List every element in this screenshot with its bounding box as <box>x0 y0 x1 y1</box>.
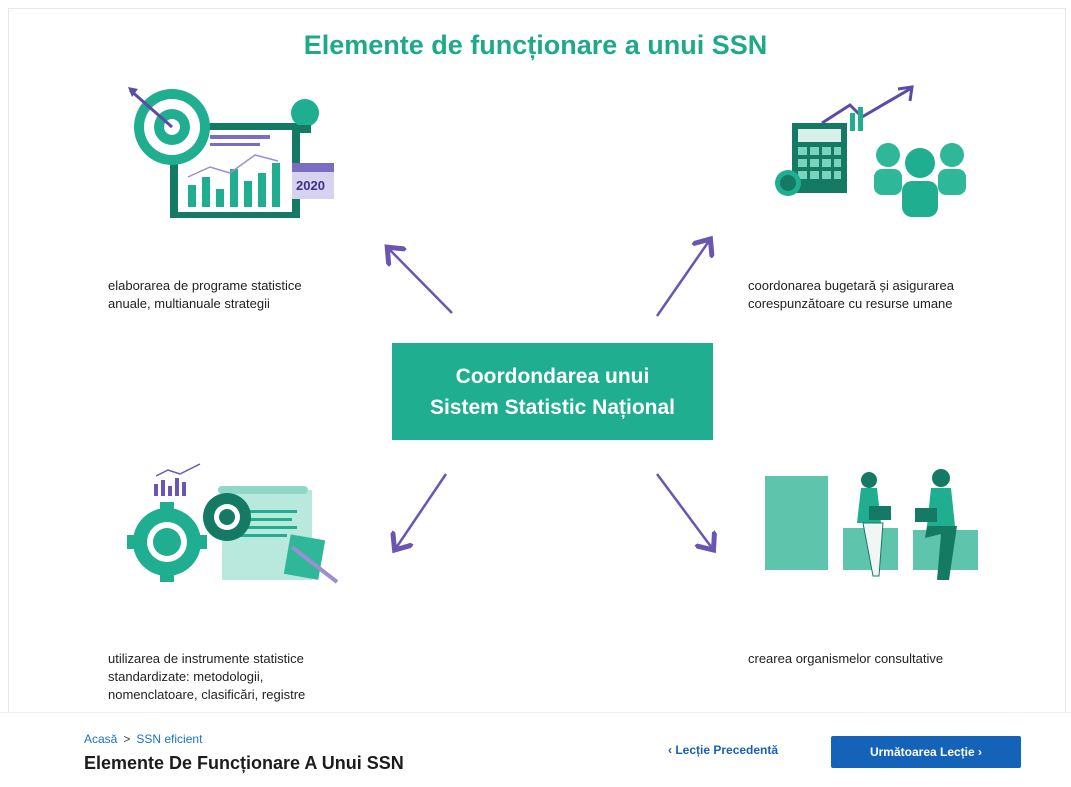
item-3-line-1: utilizarea de instrumente statistice <box>108 651 304 666</box>
breadcrumb-section-link[interactable]: SSN eficient <box>136 732 203 746</box>
item-3-line-2: standardizate: metodologii, <box>108 669 264 684</box>
item-consultative-label: crearea organismelor consultative <box>748 650 1008 668</box>
item-2-line-2: corespunzătoare cu resurse umane <box>748 296 953 311</box>
center-concept-box: Coordondarea unui Sistem Statistic Națio… <box>392 343 713 440</box>
item-programs-label: elaborarea de programe statistice anuale… <box>108 277 358 313</box>
item-2-line-1: coordonarea bugetară și asigurarea <box>748 278 954 293</box>
center-line-2: Sistem Statistic Național <box>429 395 676 419</box>
arrow-bottom-left <box>396 473 448 548</box>
item-instruments-label: utilizarea de instrumente statistice sta… <box>108 650 358 704</box>
item-budget-label: coordonarea bugetară și asigurarea cores… <box>748 277 1008 313</box>
breadcrumb-separator: > <box>123 732 131 746</box>
target-report-illustration: 2020 <box>128 87 334 218</box>
arrow-top-right <box>655 241 709 317</box>
calendar-year: 2020 <box>296 178 325 193</box>
center-line-1: Coordondarea unui <box>455 364 650 388</box>
arrows-layer <box>0 0 1071 712</box>
next-lesson-button[interactable]: Următoarea Lecție › <box>831 736 1021 768</box>
lesson-footer: Acasă > SSN eficient Elemente De Funcționa… <box>0 712 1071 787</box>
budget-people-illustration <box>775 85 966 217</box>
consultative-bodies-illustration <box>765 469 978 580</box>
slide-title: Elemente de funcționare a unui SSN <box>303 30 768 60</box>
item-1-line-2: anuale, multianuale strategii <box>108 296 270 311</box>
page-title: Elemente De Funcționare A Unui SSN <box>84 753 404 773</box>
item-3-line-3: nomenclatoare, clasificări, registre <box>108 687 306 702</box>
item-4-line-1: crearea organismelor consultative <box>748 651 944 666</box>
previous-lesson-button[interactable]: ‹ Lecție Precedentă <box>668 743 779 757</box>
slide-content: Elemente de funcționare a unui SSN Coord… <box>0 0 1071 712</box>
breadcrumb-home-link[interactable]: Acasă <box>84 732 118 746</box>
item-1-line-1: elaborarea de programe statistice <box>108 278 302 293</box>
arrow-bottom-right <box>655 473 712 548</box>
gears-document-illustration <box>127 463 339 584</box>
arrow-top-left <box>389 249 453 314</box>
breadcrumb: Acasă > SSN eficient <box>84 732 202 746</box>
